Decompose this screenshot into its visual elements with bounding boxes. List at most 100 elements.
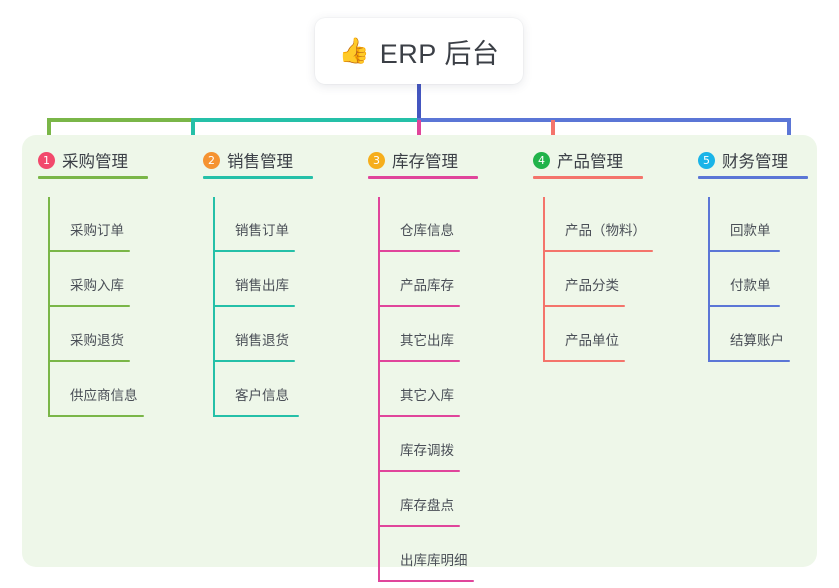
leaf-item-underline: [378, 580, 474, 582]
leaf-item-label: 库存盘点: [400, 498, 454, 513]
branch-header-4[interactable]: 4 产品管理: [533, 145, 643, 179]
branch-column-4: 4 产品管理产品（物料） 产品分类产品单位: [533, 145, 653, 362]
leaf-item[interactable]: 产品分类: [533, 252, 625, 307]
leaf-item-label: 采购订单: [70, 223, 124, 238]
branch-item-list: 销售订单销售出库销售退货客户信息: [203, 197, 299, 417]
branch-spine: [48, 197, 50, 417]
leaf-item-underline: [543, 360, 625, 362]
branch-column-3: 3 库存管理仓库信息产品库存其它出库其它入库库存调拨库存盘点出库库明细: [368, 145, 478, 582]
leaf-item-label: 产品分类: [565, 278, 619, 293]
leaf-item-underline: [708, 305, 780, 307]
diagram-panel: [22, 135, 817, 567]
branch-number-badge: 3: [368, 151, 385, 169]
leaf-item[interactable]: 其它出库: [368, 307, 460, 362]
leaf-item[interactable]: 供应商信息: [38, 362, 144, 417]
leaf-item-label: 出库库明细: [400, 553, 468, 568]
branch-number-badge: 4: [533, 151, 550, 169]
leaf-item-underline: [708, 360, 790, 362]
leaf-item-label: 其它入库: [400, 388, 454, 403]
branch-title: 库存管理: [392, 153, 458, 171]
leaf-item[interactable]: 采购入库: [38, 252, 130, 307]
branch-column-5: 5 财务管理回款单付款单结算账户: [698, 145, 808, 362]
branch-spine: [708, 197, 710, 362]
leaf-item-underline: [48, 415, 144, 417]
branch-header-2[interactable]: 2 销售管理: [203, 145, 313, 179]
leaf-item[interactable]: 库存调拨: [368, 417, 460, 472]
leaf-item-underline: [213, 360, 295, 362]
leaf-item[interactable]: 出库库明细: [368, 527, 474, 582]
leaf-item[interactable]: 销售退货: [203, 307, 295, 362]
branch-spine: [543, 197, 545, 362]
root-title-card: 👍 ERP 后台: [315, 18, 523, 84]
leaf-item-underline: [378, 525, 460, 527]
leaf-item-label: 客户信息: [235, 388, 289, 403]
branch-title: 采购管理: [62, 153, 128, 171]
leaf-item[interactable]: 回款单: [698, 197, 788, 252]
leaf-item-label: 销售退货: [235, 333, 289, 348]
branch-item-list: 仓库信息产品库存其它出库其它入库库存调拨库存盘点出库库明细: [368, 197, 474, 582]
leaf-item-underline: [378, 470, 460, 472]
leaf-item-label: 销售出库: [235, 278, 289, 293]
leaf-item-label: 仓库信息: [400, 223, 454, 238]
branch-column-2: 2 销售管理销售订单销售出库销售退货客户信息: [203, 145, 313, 417]
branch-header-underline: [203, 176, 313, 179]
leaf-item[interactable]: 付款单: [698, 252, 788, 307]
leaf-item-underline: [708, 250, 780, 252]
branch-title: 产品管理: [557, 153, 623, 171]
leaf-item-underline: [378, 305, 460, 307]
branch-title: 财务管理: [722, 153, 788, 171]
leaf-item-label: 产品库存: [400, 278, 454, 293]
leaf-item-underline: [48, 305, 130, 307]
leaf-item-label: 库存调拨: [400, 443, 454, 458]
leaf-item-label: 其它出库: [400, 333, 454, 348]
branch-header-1[interactable]: 1 采购管理: [38, 145, 148, 179]
branch-number-badge: 1: [38, 151, 55, 169]
leaf-item[interactable]: 采购退货: [38, 307, 130, 362]
leaf-item-label: 采购退货: [70, 333, 124, 348]
leaf-item[interactable]: 其它入库: [368, 362, 460, 417]
leaf-item-underline: [543, 250, 653, 252]
branch-header-5[interactable]: 5 财务管理: [698, 145, 808, 179]
leaf-item-underline: [213, 305, 295, 307]
branch-column-1: 1 采购管理采购订单采购入库采购退货供应商信息: [38, 145, 148, 417]
leaf-item-underline: [543, 305, 625, 307]
leaf-item-label: 回款单: [730, 223, 771, 238]
branch-number-badge: 2: [203, 151, 220, 169]
leaf-item[interactable]: 产品单位: [533, 307, 625, 362]
leaf-item[interactable]: 仓库信息: [368, 197, 460, 252]
leaf-item[interactable]: 客户信息: [203, 362, 299, 417]
branch-header-underline: [38, 176, 148, 179]
leaf-item-label: 付款单: [730, 278, 771, 293]
branch-header-3[interactable]: 3 库存管理: [368, 145, 478, 179]
leaf-item[interactable]: 库存盘点: [368, 472, 460, 527]
leaf-item-label: 产品单位: [565, 333, 619, 348]
leaf-item-underline: [378, 360, 460, 362]
leaf-item[interactable]: 产品库存: [368, 252, 460, 307]
leaf-item-label: 销售订单: [235, 223, 289, 238]
leaf-item[interactable]: 销售订单: [203, 197, 295, 252]
leaf-item-underline: [213, 415, 299, 417]
branch-item-list: 回款单付款单结算账户: [698, 197, 790, 362]
leaf-item[interactable]: 销售出库: [203, 252, 295, 307]
leaf-item-label: 产品（物料）: [565, 223, 646, 238]
branch-spine: [213, 197, 215, 417]
branch-item-list: 采购订单采购入库采购退货供应商信息: [38, 197, 144, 417]
leaf-item-label: 采购入库: [70, 278, 124, 293]
branch-header-underline: [368, 176, 478, 179]
leaf-item[interactable]: 采购订单: [38, 197, 130, 252]
leaf-item[interactable]: 结算账户: [698, 307, 790, 362]
branch-title: 销售管理: [227, 153, 293, 171]
leaf-item-label: 供应商信息: [70, 388, 138, 403]
leaf-item-underline: [48, 250, 130, 252]
leaf-item[interactable]: 产品（物料）: [533, 197, 653, 252]
branch-header-underline: [533, 176, 643, 179]
branch-item-list: 产品（物料） 产品分类产品单位: [533, 197, 653, 362]
branch-number-badge: 5: [698, 151, 715, 169]
leaf-item-underline: [48, 360, 130, 362]
page-title: ERP 后台: [379, 38, 500, 69]
leaf-item-underline: [378, 415, 460, 417]
leaf-item-underline: [213, 250, 295, 252]
branch-header-underline: [698, 176, 808, 179]
thumbs-up-icon: 👍: [338, 36, 370, 65]
leaf-item-label: 结算账户: [730, 333, 784, 348]
